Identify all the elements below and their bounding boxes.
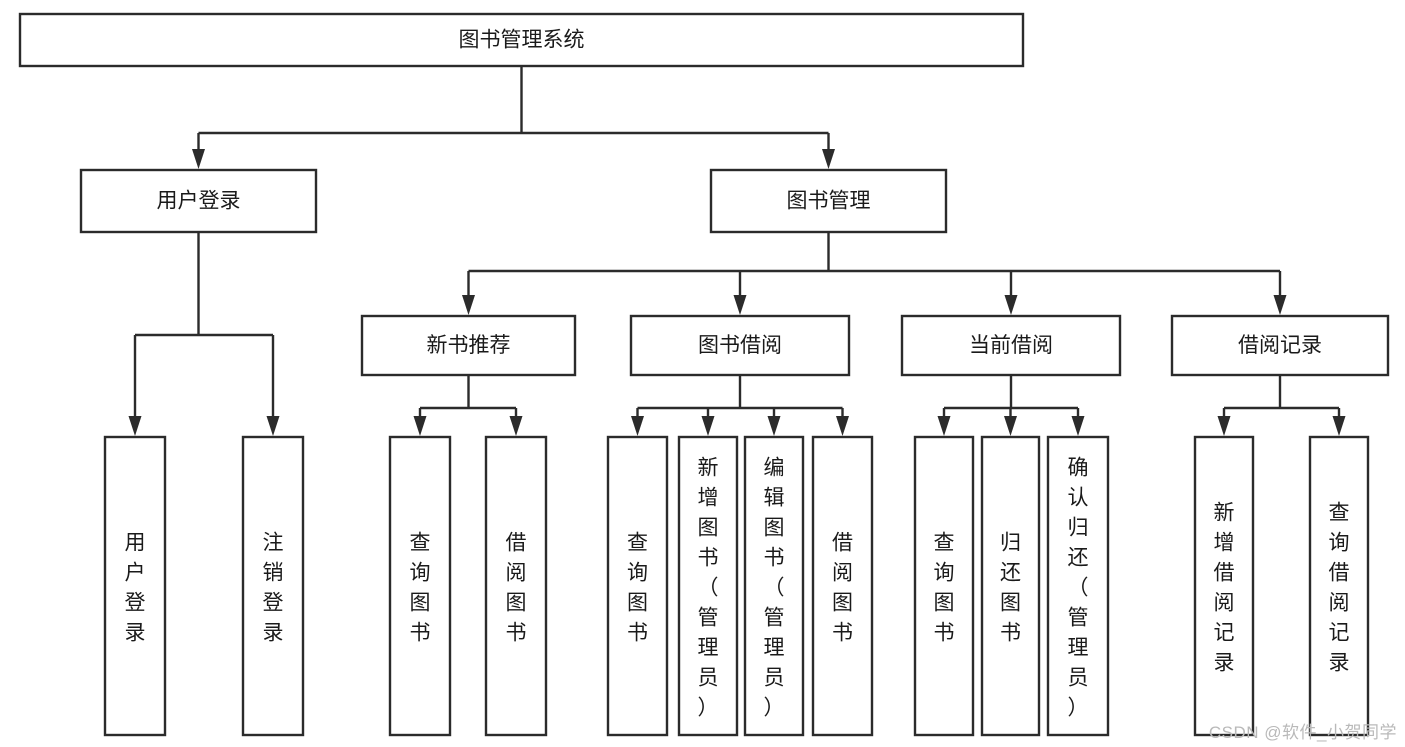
node-label: 借阅图书 bbox=[506, 531, 527, 644]
node-leaf-edit-book-admin[interactable]: 编辑图书（管理员） bbox=[743, 435, 805, 737]
node-label: 注销登录 bbox=[263, 531, 284, 644]
node-leaf-confirm-return-admin[interactable]: 确认归还（管理员） bbox=[1046, 435, 1110, 737]
node-leaf-user-logout[interactable]: 注销登录 bbox=[241, 435, 305, 737]
node-box bbox=[1308, 435, 1370, 737]
node-leaf-borrow-book-recommend[interactable]: 借阅图书 bbox=[484, 435, 548, 737]
node-label: 图书借阅 bbox=[698, 334, 782, 357]
arrow-head-icon bbox=[192, 149, 205, 169]
node-user-login[interactable]: 用户登录 bbox=[79, 168, 318, 234]
node-box bbox=[1193, 435, 1255, 737]
node-leaf-return-book[interactable]: 归还图书 bbox=[980, 435, 1041, 737]
arrow-head-icon bbox=[1273, 295, 1287, 315]
node-box bbox=[606, 435, 669, 737]
node-label: 查询借阅记录 bbox=[1329, 501, 1350, 674]
node-leaf-query-borrow-record[interactable]: 查询借阅记录 bbox=[1308, 435, 1370, 737]
watermark-label: CSDN @软件_小贺同学 bbox=[1208, 723, 1397, 742]
node-box bbox=[388, 435, 452, 737]
node-box bbox=[79, 168, 318, 234]
node-box bbox=[484, 435, 548, 737]
node-label: 新书推荐 bbox=[427, 334, 511, 357]
node-label: 归还图书 bbox=[1000, 531, 1021, 644]
node-box bbox=[900, 314, 1122, 377]
node-borrow-records[interactable]: 借阅记录 bbox=[1170, 314, 1390, 377]
node-box bbox=[811, 435, 874, 737]
node-label: 查询图书 bbox=[410, 531, 431, 644]
node-leaf-query-book-current[interactable]: 查询图书 bbox=[913, 435, 975, 737]
node-label: 借阅图书 bbox=[832, 531, 853, 644]
arrow-head-icon bbox=[1332, 416, 1346, 436]
arrow-head-icon bbox=[937, 416, 951, 436]
node-leaf-user-login[interactable]: 用户登录 bbox=[103, 435, 167, 737]
node-box bbox=[743, 435, 805, 737]
node-box bbox=[913, 435, 975, 737]
node-label: 查询图书 bbox=[934, 531, 955, 644]
arrow-head-icon bbox=[413, 416, 427, 436]
arrow-head-icon bbox=[509, 416, 523, 436]
arrow-head-icon bbox=[1004, 295, 1018, 315]
node-box bbox=[241, 435, 305, 737]
arrow-head-icon bbox=[462, 295, 475, 315]
arrow-head-icon bbox=[631, 416, 644, 436]
node-label: 图书管理系统 bbox=[459, 29, 585, 52]
arrow-head-icon bbox=[836, 416, 849, 436]
arrow-head-icon bbox=[767, 416, 781, 436]
node-leaf-add-borrow-record[interactable]: 新增借阅记录 bbox=[1193, 435, 1255, 737]
node-box bbox=[677, 435, 739, 737]
node-box bbox=[709, 168, 948, 234]
arrow-head-icon bbox=[822, 149, 835, 169]
arrow-head-icon bbox=[733, 295, 747, 315]
node-box bbox=[1170, 314, 1390, 377]
node-label: 用户登录 bbox=[157, 190, 241, 213]
node-box bbox=[980, 435, 1041, 737]
arrow-head-icon bbox=[1071, 416, 1085, 436]
node-box bbox=[103, 435, 167, 737]
node-leaf-query-book-borrow[interactable]: 查询图书 bbox=[606, 435, 669, 737]
node-book-borrow[interactable]: 图书借阅 bbox=[629, 314, 851, 377]
node-label: 编辑图书（管理员） bbox=[764, 456, 785, 719]
node-box bbox=[360, 314, 577, 377]
node-label: 借阅记录 bbox=[1238, 334, 1322, 357]
node-box bbox=[629, 314, 851, 377]
connector-layer bbox=[128, 66, 1346, 436]
arrow-head-icon bbox=[266, 416, 280, 436]
node-label: 新增图书（管理员） bbox=[698, 456, 719, 719]
node-leaf-query-book-recommend[interactable]: 查询图书 bbox=[388, 435, 452, 737]
node-box bbox=[18, 12, 1025, 68]
node-current-borrow[interactable]: 当前借阅 bbox=[900, 314, 1122, 377]
node-label: 新增借阅记录 bbox=[1214, 501, 1235, 674]
arrow-head-icon bbox=[701, 416, 715, 436]
node-label: 当前借阅 bbox=[969, 334, 1053, 357]
node-leaf-add-book-admin[interactable]: 新增图书（管理员） bbox=[677, 435, 739, 737]
arrow-head-icon bbox=[1004, 416, 1017, 436]
node-new-book-recommend[interactable]: 新书推荐 bbox=[360, 314, 577, 377]
arrow-head-icon bbox=[1217, 416, 1231, 436]
node-layer: 图书管理系统用户登录图书管理新书推荐图书借阅当前借阅借阅记录用户登录注销登录查询… bbox=[18, 12, 1390, 737]
node-box bbox=[1046, 435, 1110, 737]
node-label: 用户登录 bbox=[125, 531, 146, 644]
node-label: 确认归还（管理员） bbox=[1068, 456, 1089, 719]
arrow-head-icon bbox=[128, 416, 142, 436]
node-label: 图书管理 bbox=[787, 190, 871, 213]
node-label: 查询图书 bbox=[627, 531, 648, 644]
node-leaf-borrow-book[interactable]: 借阅图书 bbox=[811, 435, 874, 737]
node-book-management[interactable]: 图书管理 bbox=[709, 168, 948, 234]
node-root[interactable]: 图书管理系统 bbox=[18, 12, 1025, 68]
